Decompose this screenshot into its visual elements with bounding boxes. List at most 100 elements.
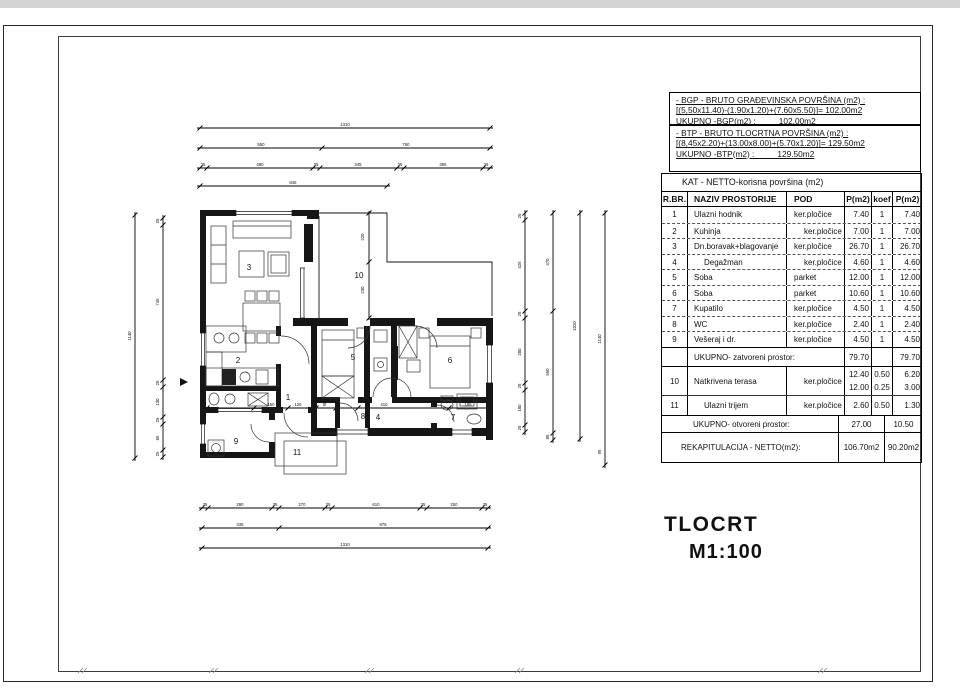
subtotal-open-label: UKUPNO- otvoreni prostor:	[662, 415, 839, 432]
header-cell: koef	[872, 192, 893, 206]
dim-label: 610	[372, 502, 380, 507]
header-cell: R.BR.	[662, 192, 688, 206]
cell-pod: ker.pločice	[787, 316, 845, 331]
sheet-inner-border	[58, 36, 921, 672]
cell-num: 3	[662, 239, 688, 254]
dim-label: 25	[517, 311, 522, 316]
cell-koef: 1	[872, 239, 893, 254]
dim-label: 270	[298, 502, 306, 507]
cell-p: 2.60	[845, 395, 872, 415]
cell-num: 10	[662, 366, 688, 395]
cell-num: 4	[662, 254, 688, 269]
dim-label: 425	[517, 261, 522, 269]
dim-label: 150	[267, 402, 275, 407]
dim-label: 35	[483, 502, 488, 507]
dim-label: 160	[517, 404, 522, 412]
dim-label: 280	[517, 348, 522, 356]
dim-label: 760	[402, 142, 410, 147]
cell-koef: 1	[872, 285, 893, 300]
cell-name: Natkrivena terasa	[688, 366, 787, 395]
cell-p: 7.00	[845, 223, 872, 238]
dim-label: 95	[597, 449, 602, 454]
dim-label: 25	[517, 213, 522, 218]
cell-pk: 7.40	[904, 210, 920, 219]
cell-num: 8	[662, 316, 688, 331]
dim-label: 25	[155, 380, 160, 385]
dim-label: 65	[155, 435, 160, 440]
cell-name: Soba	[688, 285, 787, 300]
subtotal-label: UKUPNO- zatvoreni prostor:	[688, 347, 845, 366]
bgp-line3: UKUPNO -BGP(m2) : 102.00m2	[676, 115, 816, 126]
dim-label: 85	[545, 434, 550, 439]
cell-num: 6	[662, 285, 688, 300]
dim-label: 35	[273, 502, 278, 507]
cell-p: 4.60	[845, 254, 872, 269]
cell-p: 2.40	[845, 316, 872, 331]
border-tick-marks	[77, 667, 828, 674]
recap-p: 106.70m2	[839, 432, 885, 462]
dim-label: 35	[421, 502, 426, 507]
dim-label: 250	[450, 502, 458, 507]
room-number: 2	[236, 356, 241, 365]
dim-label: 185	[464, 402, 472, 407]
room-number: 11	[293, 448, 302, 457]
dim-label: 25	[517, 383, 522, 388]
cell-p: 10.60	[845, 285, 872, 300]
dim-label: 25	[155, 451, 160, 456]
room-number: 5	[351, 353, 356, 362]
top-gray-strip	[0, 0, 960, 8]
cell-pk: 1.30	[904, 400, 920, 410]
dim-label: 1310	[340, 542, 350, 547]
furniture	[180, 220, 482, 475]
dim-label: 90	[322, 401, 327, 406]
btp-line3: UKUPNO -BTP(m2) : 129.50m2	[676, 148, 815, 159]
btp-line2: [(8,45x2.20)+(13.00x8.00)+(5.70x1.20)]= …	[676, 138, 865, 149]
cell-p: 26.70	[845, 239, 872, 254]
cell-pod: ker.pločice	[787, 366, 845, 395]
cell-pk: 7.00	[904, 226, 920, 236]
dim-label: 1020	[572, 321, 577, 331]
cell-pk: 2.40	[904, 319, 920, 329]
header-cell: P(m2)	[895, 194, 920, 204]
terrace-outline	[317, 212, 493, 318]
cell-koef: 0.50 0.25	[872, 366, 893, 395]
dimension-lines	[132, 125, 608, 551]
bgp-area-box: - BGP - BRUTO GRAĐEVINSKA POVRŠINA (m2) …	[669, 92, 921, 126]
bgp-line1: - BGP - BRUTO GRAĐEVINSKA POVRŠINA (m2) …	[676, 95, 866, 105]
table-cell	[872, 347, 893, 366]
dim-label: 480	[256, 162, 264, 167]
table-title: KAT - NETTO-korisna površina (m2)	[661, 173, 922, 192]
room-number: 8	[361, 412, 366, 421]
recap-pk: 90.20m2	[887, 442, 920, 452]
cell-pk: 26.70	[899, 242, 920, 251]
cell-pk: 6.20 3.00	[904, 369, 920, 392]
dim-label: 1310	[340, 122, 350, 127]
btp-area-box: - BTP - BRUTO TLOCRTNA POVRŠINA (m2) : […	[669, 125, 921, 172]
cell-koef: 1	[872, 332, 893, 347]
drawing-scale: M1:100	[689, 541, 763, 563]
bgp-line2: [(5,50x11.40)-(1.90x1.20)+(7.60x5.50)]= …	[676, 105, 863, 116]
subtotal-open-p: 27.00	[839, 415, 885, 432]
cell-num: 2	[662, 223, 688, 238]
room-number: 3	[247, 263, 252, 272]
header-cell: NAZIV PROSTORIJE	[688, 192, 787, 206]
header-cell: POD	[787, 192, 845, 206]
cell-pk: 12.00	[899, 273, 920, 282]
sheet-outer-border	[3, 25, 933, 682]
cell-name: Kuhinja	[688, 223, 787, 238]
cell-pod: ker.pločice	[787, 332, 845, 347]
cell-name: WC	[688, 316, 787, 331]
dim-label: 975	[379, 522, 387, 527]
dim-label: 230	[360, 286, 365, 294]
cell-p: 12.00	[845, 270, 872, 285]
cell-name: Degažman	[688, 254, 787, 269]
